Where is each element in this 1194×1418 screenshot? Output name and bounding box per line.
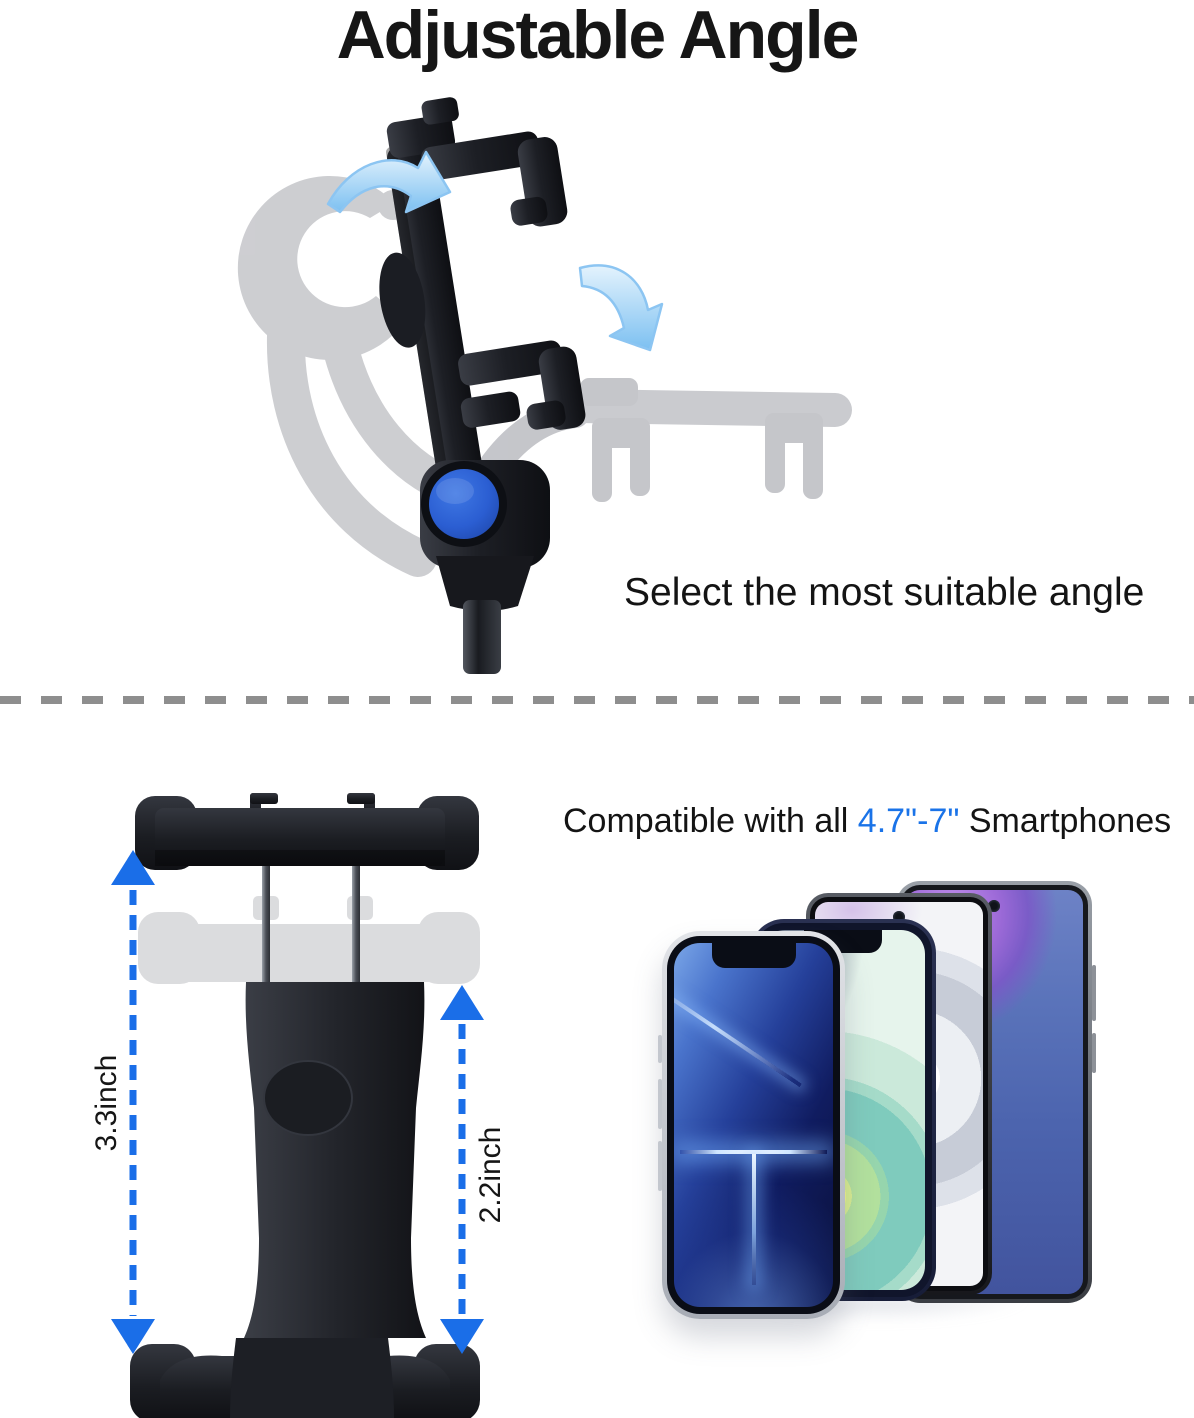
rotate-arrow-left-icon [326, 150, 452, 214]
pivot-knob [429, 469, 499, 539]
arrow-up-icon [440, 985, 484, 1020]
phone-screen [674, 943, 833, 1307]
phone-iphone-13-pro [658, 931, 845, 1319]
wallpaper-horizon-beam [680, 1150, 827, 1155]
phone-clamp-arm [379, 97, 586, 515]
compat-suffix: Smartphones [959, 802, 1172, 840]
pivot-housing [420, 460, 550, 674]
page-title: Adjustable Angle [336, 0, 860, 73]
compat-prefix: Compatible with all [563, 802, 858, 840]
volume-down-button [658, 1141, 662, 1191]
power-button [1092, 1033, 1096, 1073]
measurement-label-full-width: 3.3inch [90, 1054, 123, 1152]
volume-up-button [658, 1079, 662, 1129]
measurement-label-min-width: 2.2inch [474, 1126, 507, 1224]
mute-switch [658, 1035, 662, 1063]
arrow-down-icon [111, 1319, 155, 1354]
compat-range-highlight: 4.7"-7" [857, 802, 960, 840]
ghost-clamp-bar [138, 896, 480, 984]
wallpaper-diagonal-beam [674, 977, 802, 1088]
extension-rods [262, 866, 360, 990]
clamp-body [230, 982, 426, 1418]
measure-line-full-width [111, 850, 155, 1354]
arrow-down-icon [440, 1319, 484, 1354]
top-clamp-bar [135, 793, 479, 870]
tightening-dial [263, 1060, 353, 1136]
volume-button [1092, 965, 1096, 1021]
notch [711, 943, 796, 968]
adjustable-angle-illustration [237, 97, 852, 674]
wallpaper-vertical-beam [751, 1154, 756, 1286]
measure-line-min-width [440, 985, 484, 1354]
section-divider [0, 696, 1194, 704]
clamp-size-illustration [111, 793, 484, 1418]
support-pole [463, 600, 501, 674]
angle-caption: Select the most suitable angle [624, 571, 1145, 614]
compatibility-heading: Compatible with all 4.7"-7" Smartphones [563, 802, 1171, 841]
rotate-arrow-right-icon [578, 264, 664, 352]
arrow-up-icon [111, 850, 155, 885]
